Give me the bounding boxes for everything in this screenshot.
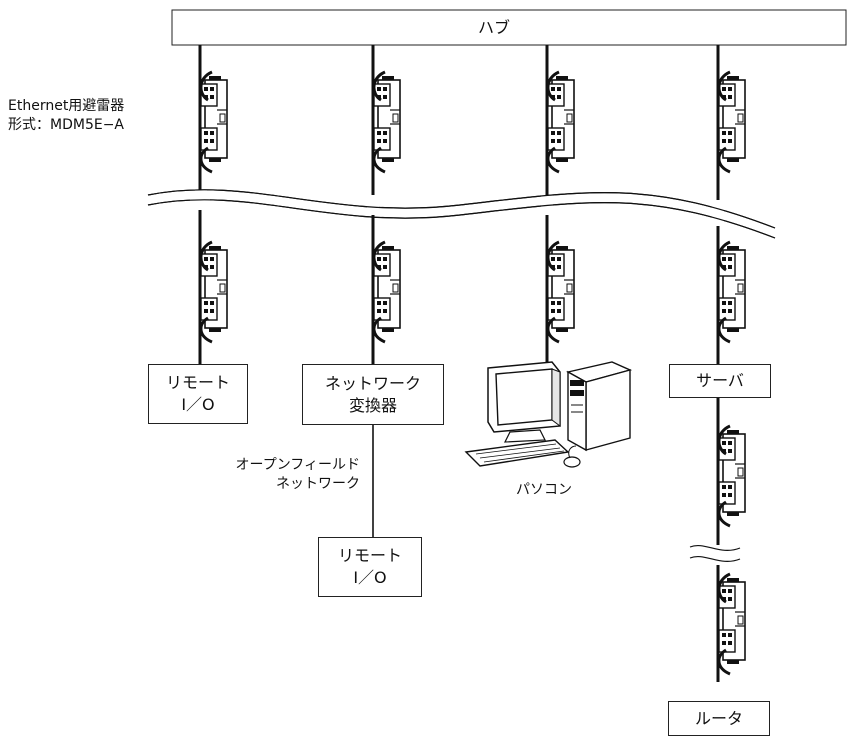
- surge-arrester-icon: [717, 572, 747, 676]
- arrester-label: Ethernet用避雷器 形式：MDM5E−A: [8, 97, 124, 135]
- wavy-break-icon: [689, 545, 741, 551]
- arrester-label-line1: Ethernet用避雷器: [8, 98, 125, 114]
- pc-label: パソコン: [516, 482, 572, 498]
- server-box: サーバ: [669, 364, 771, 398]
- remote-io-label: リモート: [165, 373, 230, 392]
- open-field-network-label: オープンフィールド ネットワーク: [236, 456, 360, 494]
- arrester-label-line2: 形式：MDM5E−A: [8, 117, 124, 133]
- surge-arrester-icon: [717, 240, 747, 344]
- surge-arrester-icon: [199, 70, 229, 174]
- remote-io-label: リモート: [337, 546, 402, 565]
- surge-arrester-icon: [546, 240, 576, 344]
- open-field-network-line1: オープンフィールド: [235, 457, 360, 473]
- surge-arrester-icon: [717, 424, 747, 528]
- remote-io-box-1: リモート I／O: [148, 364, 248, 424]
- wavy-break-icon: [147, 189, 776, 239]
- remote-io-label: I／O: [181, 395, 215, 414]
- open-field-network-line2: ネットワーク: [276, 476, 360, 492]
- router-label: ルータ: [694, 708, 743, 728]
- server-label: サーバ: [696, 371, 744, 390]
- desktop-computer-icon: [464, 361, 633, 468]
- network-converter-box: ネットワーク 変換器: [302, 364, 444, 425]
- remote-io-box-2: リモート I／O: [318, 537, 422, 597]
- surge-arrester-icon: [199, 240, 229, 344]
- surge-arrester-icon: [717, 70, 747, 174]
- surge-arrester-icon: [546, 70, 576, 174]
- router-box: ルータ: [668, 701, 770, 736]
- network-converter-label: 変換器: [348, 395, 397, 415]
- hub-box: [171, 9, 847, 46]
- remote-io-label: I／O: [353, 568, 387, 587]
- surge-arrester-icon: [372, 70, 402, 174]
- network-converter-label: ネットワーク: [324, 373, 421, 393]
- surge-arrester-icon: [372, 240, 402, 344]
- hub-label: ハブ: [478, 18, 511, 37]
